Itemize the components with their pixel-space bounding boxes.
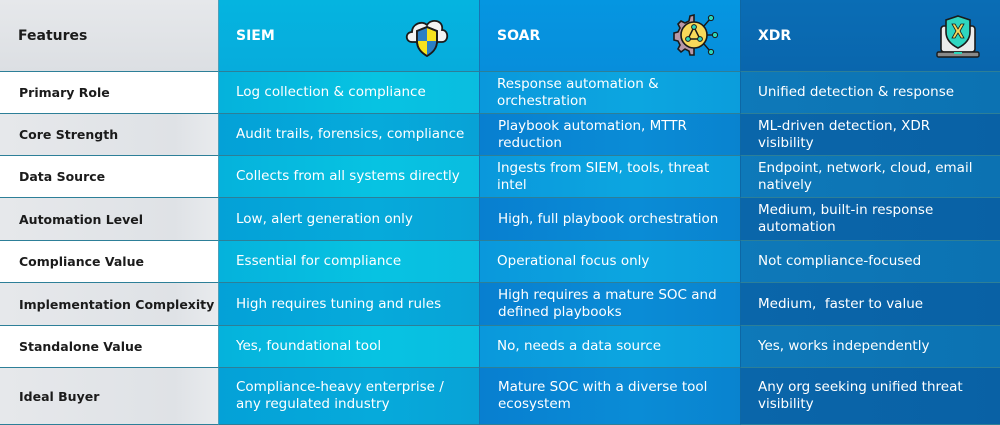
cell-text: Operational focus only [497, 253, 650, 269]
xdr-automation-level: Medium, built-in response automation [741, 198, 1000, 241]
cell-text: Medium, built-in response automation [758, 202, 934, 235]
soar-ideal-buyer: Mature SOC with a diverse tool ecosystem [480, 368, 741, 425]
feature-standalone-value: Standalone Value [0, 326, 219, 368]
cell-text: Endpoint, network, cloud, email natively [758, 159, 973, 193]
siem-implementation-complexity: High requires tuning and rules [219, 283, 480, 326]
cell-text: Yes, works independently [758, 338, 930, 354]
cell-text: Low, alert generation only [236, 210, 413, 227]
xdr-core-strength: ML-driven detection, XDR visibility [741, 114, 1000, 156]
header-xdr: XDR [741, 0, 1000, 72]
feature-primary-role: Primary Role [0, 72, 219, 114]
xdr-compliance-value: Not compliance-focused [741, 241, 1000, 283]
cell-text: Ingests from SIEM, tools, threat intel [497, 159, 710, 193]
header-features-label: Features [18, 27, 88, 44]
header-soar: SOAR [480, 0, 741, 72]
xdr-data-source: Endpoint, network, cloud, email natively [741, 156, 1000, 198]
cell-text: No, needs a data source [497, 338, 662, 354]
header-siem-label: SIEM [236, 27, 275, 44]
cell-text: High, full playbook orchestration [498, 210, 719, 227]
xdr-standalone-value: Yes, works independently [741, 326, 1000, 368]
feature-label: Standalone Value [19, 339, 143, 354]
feature-label: Primary Role [19, 85, 110, 100]
feature-label: Ideal Buyer [19, 388, 100, 404]
cell-text: Essential for compliance [236, 253, 402, 269]
cloud-shield-icon [405, 19, 449, 58]
feature-label: Automation Level [19, 211, 144, 227]
feature-data-source: Data Source [0, 156, 219, 198]
cell-text: Log collection & compliance [236, 84, 426, 100]
soar-implementation-complexity: High requires a mature SOC and defined p… [480, 283, 741, 326]
siem-standalone-value: Yes, foundational tool [219, 326, 480, 368]
siem-ideal-buyer: Compliance-heavy enterprise / any regula… [219, 368, 480, 425]
siem-core-strength: Audit trails, forensics, compliance [219, 114, 480, 156]
cell-text: Any org seeking unified threat visibilit… [758, 379, 963, 412]
feature-label: Core Strength [19, 127, 119, 142]
laptop-shield-x-icon [936, 15, 980, 58]
xdr-implementation-complexity: Medium, faster to value [741, 283, 1000, 326]
feature-implementation-complexity: Implementation Complexity [0, 283, 219, 326]
siem-automation-level: Low, alert generation only [219, 198, 480, 241]
siem-compliance-value: Essential for compliance [219, 241, 480, 283]
soar-automation-level: High, full playbook orchestration [480, 198, 741, 241]
xdr-primary-role: Unified detection & response [741, 72, 1000, 114]
cell-text: Yes, foundational tool [236, 338, 382, 354]
soar-standalone-value: No, needs a data source [480, 326, 741, 368]
feature-label: Compliance Value [19, 254, 144, 269]
cell-text: Not compliance-focused [758, 253, 922, 269]
soar-primary-role: Response automation & orchestration [480, 72, 741, 114]
header-siem: SIEM [219, 0, 480, 72]
cell-text: ML-driven detection, XDR visibility [758, 117, 931, 151]
header-features: Features [0, 0, 219, 72]
cell-text: Medium, faster to value [758, 295, 924, 312]
feature-compliance-value: Compliance Value [0, 241, 219, 283]
soar-core-strength: Playbook automation, MTTR reduction [480, 114, 741, 156]
siem-primary-role: Log collection & compliance [219, 72, 480, 114]
feature-label: Implementation Complexity [19, 296, 215, 312]
cell-text: Mature SOC with a diverse tool ecosystem [498, 379, 708, 412]
feature-automation-level: Automation Level [0, 198, 219, 241]
cell-text: Playbook automation, MTTR reduction [498, 117, 687, 151]
cell-text: Collects from all systems directly [236, 168, 460, 184]
cell-text: High requires tuning and rules [236, 295, 442, 312]
xdr-ideal-buyer: Any org seeking unified threat visibilit… [741, 368, 1000, 425]
soar-compliance-value: Operational focus only [480, 241, 741, 283]
cell-text: Unified detection & response [758, 84, 955, 100]
cell-text: Response automation & orchestration [497, 75, 659, 109]
feature-label: Data Source [19, 169, 106, 184]
header-xdr-label: XDR [758, 27, 792, 44]
cell-text: Compliance-heavy enterprise / any regula… [236, 379, 444, 412]
feature-core-strength: Core Strength [0, 114, 219, 156]
cell-text: Audit trails, forensics, compliance [236, 126, 465, 142]
header-soar-label: SOAR [497, 27, 541, 44]
soar-data-source: Ingests from SIEM, tools, threat intel [480, 156, 741, 198]
siem-data-source: Collects from all systems directly [219, 156, 480, 198]
cell-text: High requires a mature SOC and defined p… [498, 287, 717, 320]
feature-ideal-buyer: Ideal Buyer [0, 368, 219, 425]
gear-network-icon [673, 13, 719, 56]
